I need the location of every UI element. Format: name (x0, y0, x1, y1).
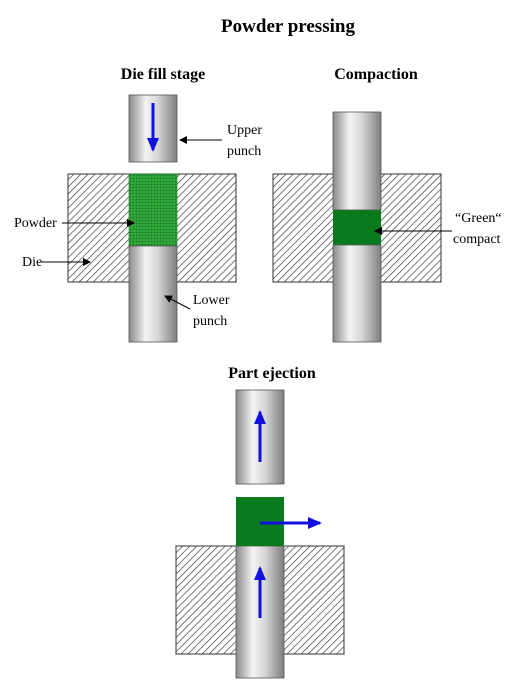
compaction-title: Compaction (334, 66, 418, 83)
ejection-stage: Part ejection (175, 365, 345, 679)
green-compact (333, 210, 381, 245)
lower-punch-label-line1: Lower (193, 293, 230, 308)
green-compact-label-line2: compact (453, 232, 501, 247)
ejection-title: Part ejection (228, 365, 316, 382)
lower-punch (128, 245, 178, 343)
upper-punch-label-line1: Upper (227, 123, 262, 138)
compaction-stage: Compaction “Green“ compact (272, 66, 502, 343)
powder-label: Powder (14, 216, 57, 231)
lower-punch (332, 244, 382, 343)
main-title: Powder pressing (221, 16, 355, 37)
lower-punch-label-line2: punch (193, 314, 227, 329)
upper-punch (332, 111, 382, 211)
die-label: Die (22, 255, 42, 270)
die-fill-stage: Die fill stage Upper punch Powder Die Lo… (14, 66, 262, 343)
green-compact-label-line1: “Green“ (455, 211, 502, 226)
die-fill-title: Die fill stage (121, 66, 205, 83)
upper-punch-label-line2: punch (227, 144, 261, 159)
lower-punch-pointer (164, 295, 191, 310)
powder-fill (128, 173, 178, 247)
